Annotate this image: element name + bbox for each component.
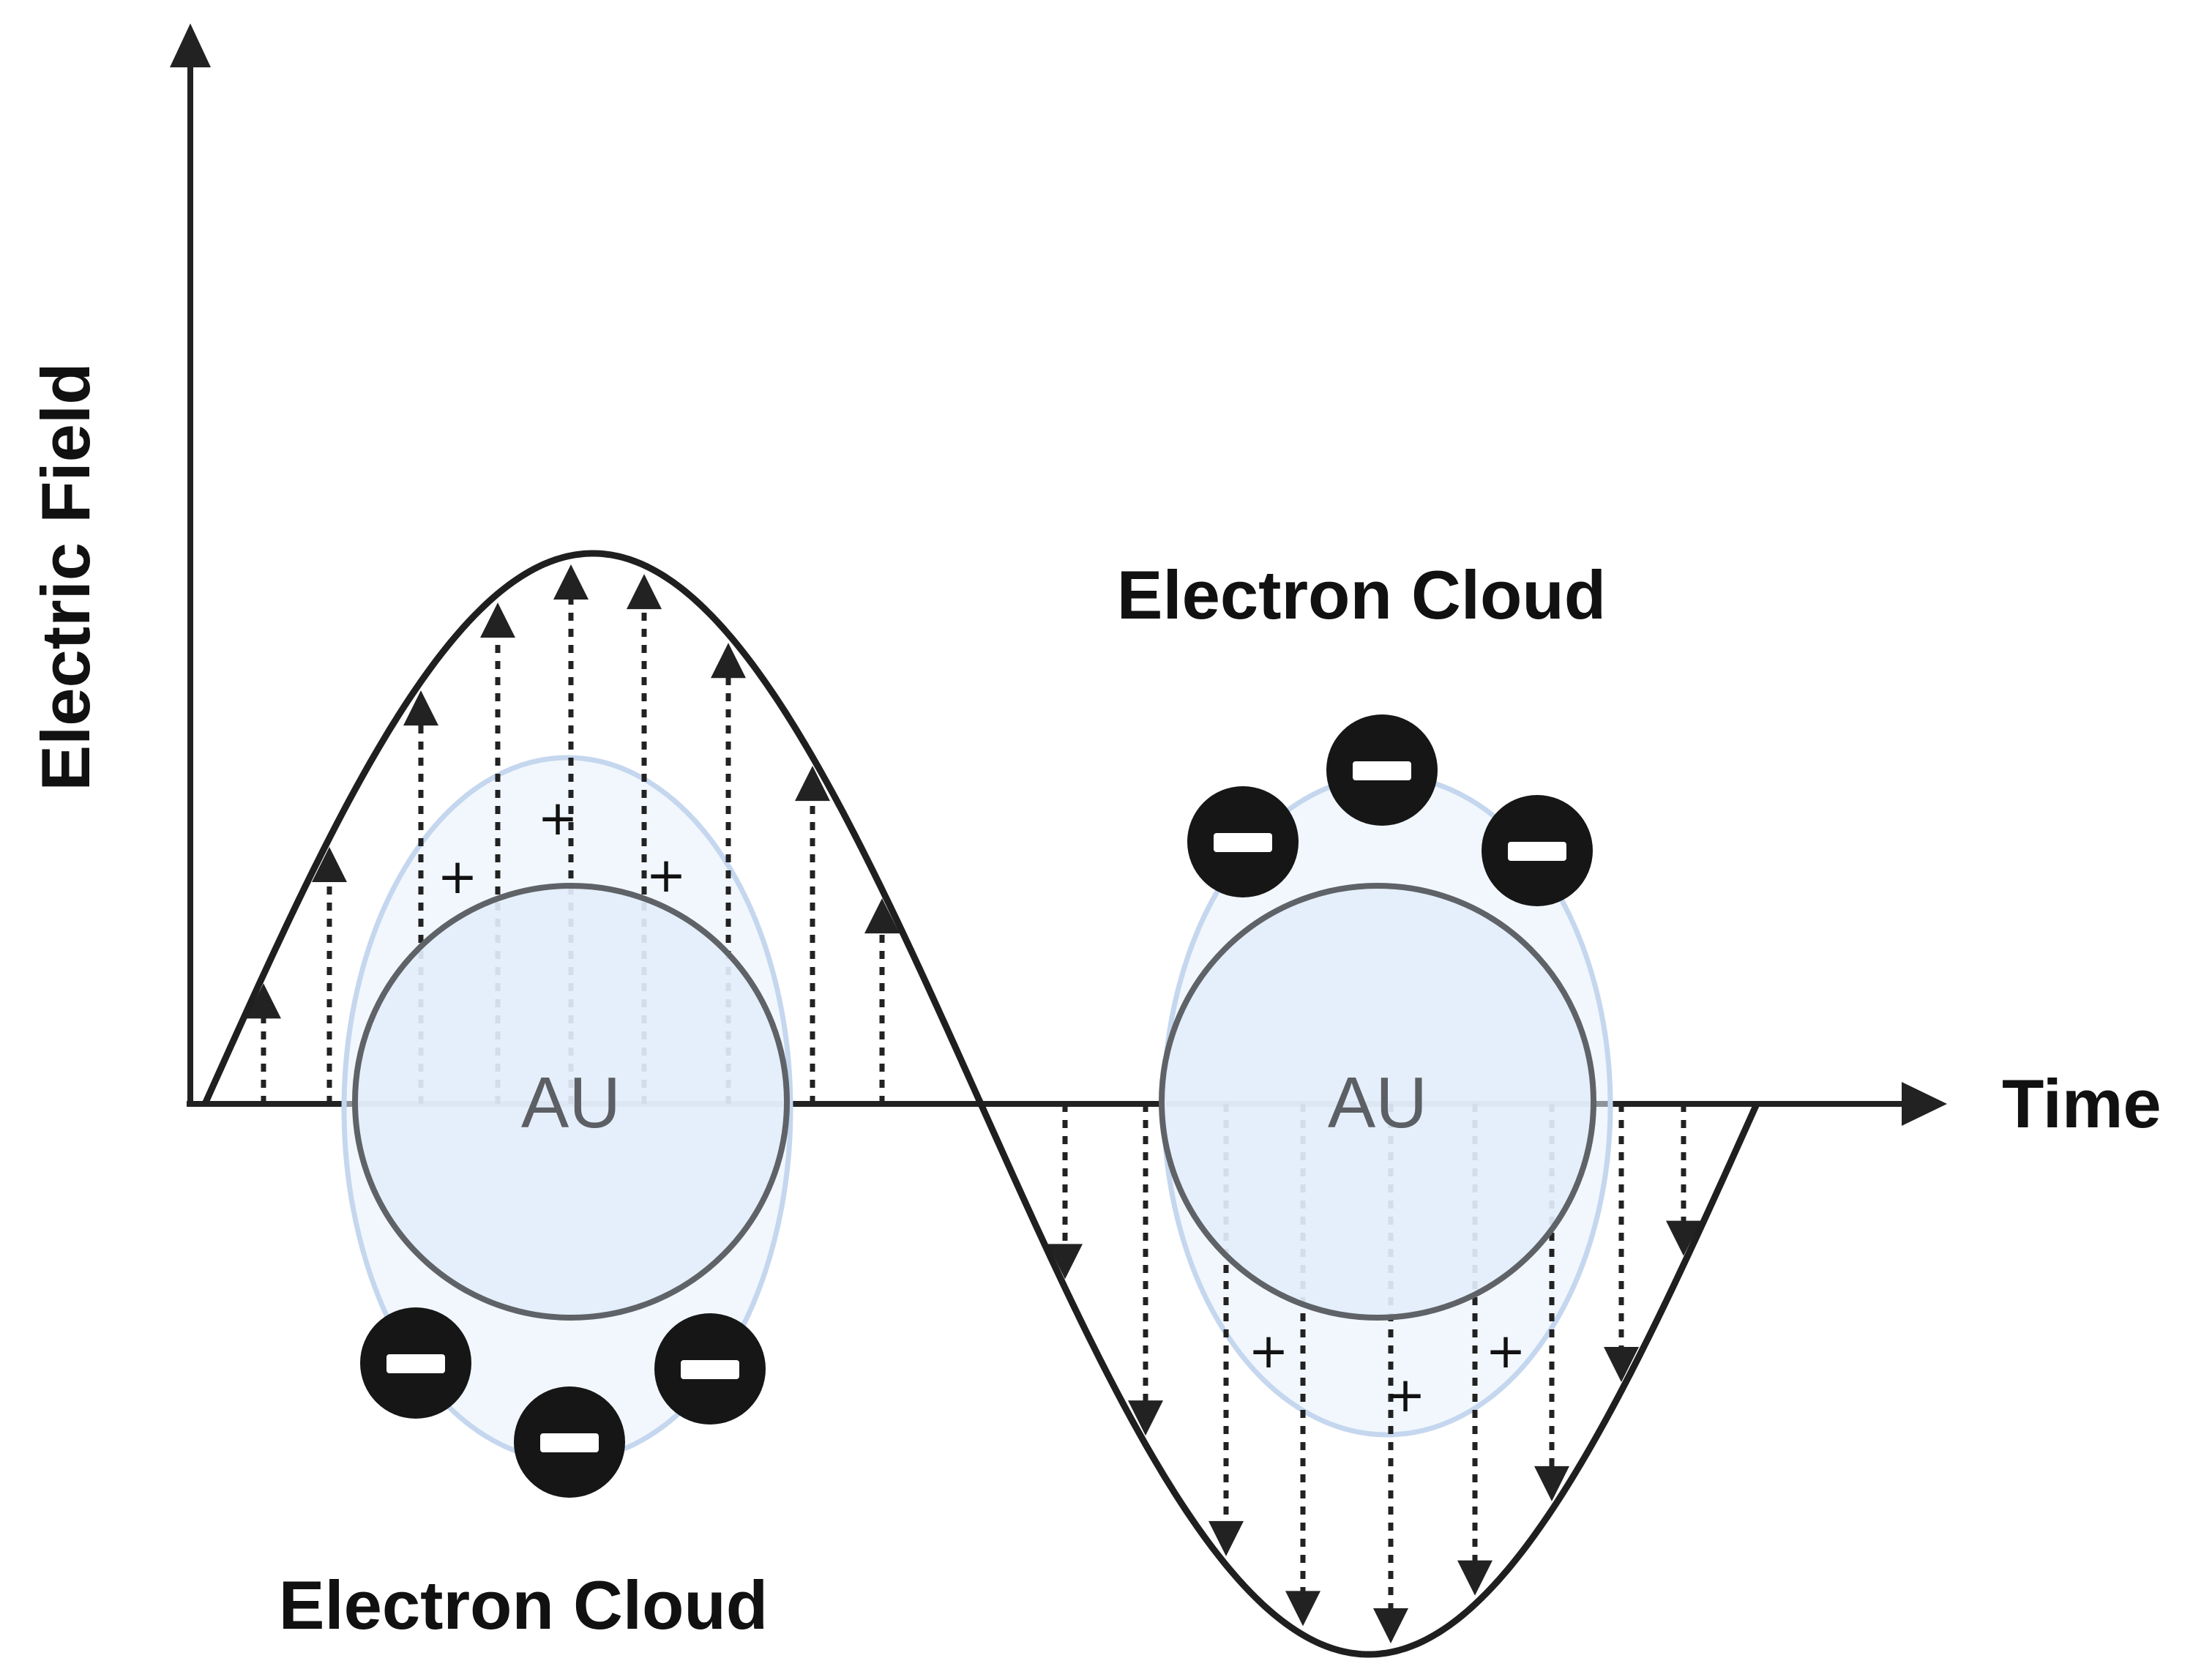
electron-cloud-bottom-label: Electron Cloud [279, 1567, 768, 1643]
field-vector-arrowhead [864, 898, 900, 934]
field-vector-arrowhead [1373, 1608, 1408, 1644]
plus-sign: + [1485, 1323, 1525, 1379]
field-vector-arrowhead [312, 846, 347, 882]
plus-sign: + [1248, 1323, 1288, 1379]
field-vector-arrowhead [246, 983, 281, 1019]
electrons-left [360, 1307, 766, 1498]
electron-icon [654, 1313, 766, 1425]
field-vector-arrowhead [627, 574, 662, 610]
field-vector-arrowhead [1208, 1520, 1244, 1556]
atom-left-label: AU [521, 1062, 621, 1143]
electric-field-wave [201, 550, 1760, 1658]
field-vector-arrowhead [1285, 1591, 1320, 1627]
electron-icon [360, 1307, 471, 1419]
electrons-right [1187, 714, 1593, 906]
field-vector-arrowhead [480, 602, 515, 638]
field-vector-arrowhead [1457, 1560, 1492, 1596]
plus-sign: + [646, 847, 686, 903]
atom-right-label: AU [1328, 1062, 1427, 1143]
field-vector-arrowhead [1666, 1220, 1701, 1256]
x-axis-label: Time [2002, 1065, 2162, 1142]
field-vector-arrowhead [1128, 1400, 1163, 1436]
y-axis-label: Electric Field [27, 362, 104, 791]
atom-right [1159, 883, 1596, 1321]
field-vector-arrowhead [795, 766, 830, 802]
electron-icon [1326, 714, 1438, 826]
field-vector-arrowhead [1047, 1244, 1083, 1280]
electron-icon [1187, 786, 1299, 897]
plus-sign: + [537, 790, 578, 846]
y-axis-arrowhead [170, 23, 211, 67]
field-vector-arrowhead [403, 690, 438, 726]
field-vector-arrowhead [553, 564, 589, 600]
electron-cloud-top-label: Electron Cloud [1117, 556, 1606, 633]
field-vector-arrowhead [1604, 1346, 1639, 1382]
field-vector-arrowhead [711, 643, 746, 679]
positive-charges-right: + + + [1248, 1323, 1525, 1423]
positive-charges-left: + + + [437, 790, 686, 905]
atom-left [352, 883, 790, 1321]
plus-sign: + [1385, 1367, 1425, 1423]
electron-icon [514, 1386, 625, 1498]
plus-sign: + [437, 848, 477, 905]
field-vector-arrowhead [1534, 1466, 1569, 1501]
x-axis-arrowhead [1902, 1082, 1947, 1126]
electron-icon [1482, 795, 1593, 906]
